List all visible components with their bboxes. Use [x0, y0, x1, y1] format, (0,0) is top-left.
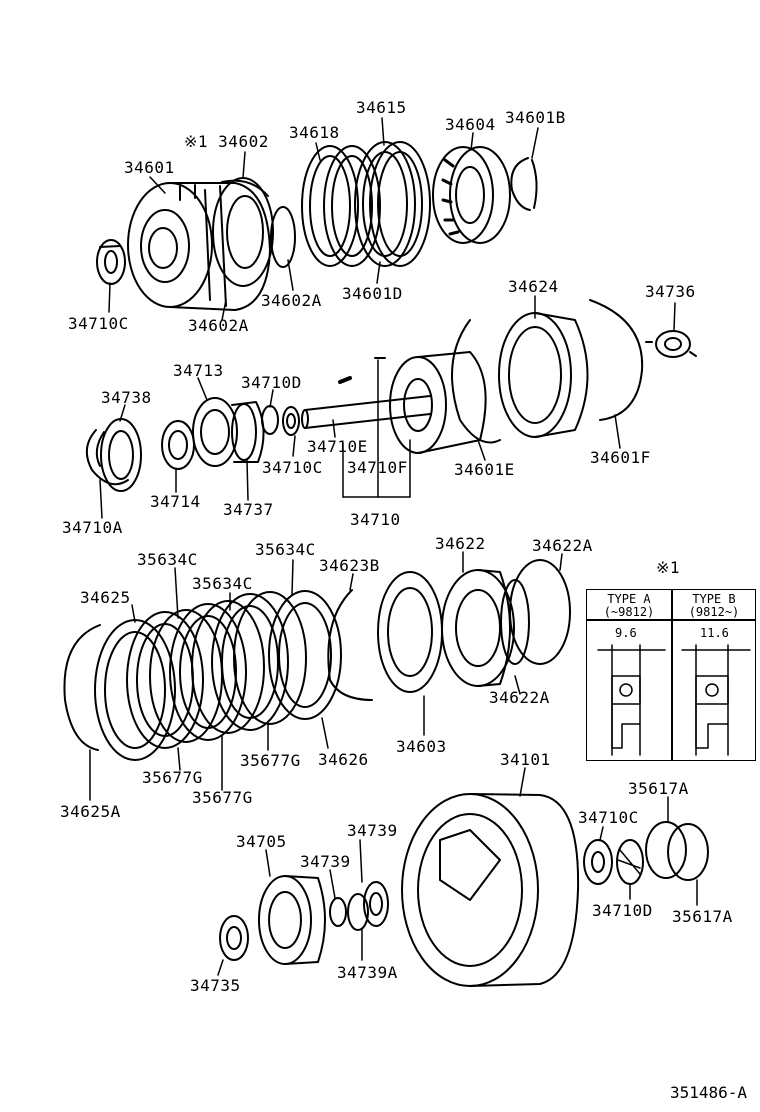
type-a-title: TYPE A [607, 592, 651, 606]
part-34705-gear[interactable] [258, 875, 326, 965]
label-34602A-lower[interactable]: 34602A [188, 316, 249, 335]
diagram-code: 351486-A [670, 1083, 748, 1102]
part-34710F-drum[interactable] [389, 351, 487, 454]
part-34739-washers[interactable] [329, 881, 389, 931]
part-34101-case[interactable] [401, 793, 580, 987]
part-35677G-plates[interactable] [149, 591, 307, 743]
label-34714[interactable]: 34714 [150, 492, 201, 511]
part-34625A-snap-ring[interactable] [63, 624, 101, 751]
label-34604[interactable]: 34604 [445, 115, 496, 134]
label-34618[interactable]: 34618 [289, 123, 340, 142]
part-34738-ring-gear[interactable] [100, 418, 142, 492]
label-34625[interactable]: 34625 [80, 588, 131, 607]
part-34625-plate[interactable] [94, 619, 176, 761]
label-34601D[interactable]: 34601D [342, 284, 403, 303]
label-34710A[interactable]: 34710A [62, 518, 123, 537]
type-comparison-box: TYPE A (~9812) TYPE B (9812~) 9.6 11.6 [586, 589, 756, 761]
part-34624-hub[interactable] [498, 312, 589, 438]
part-34603-piston[interactable] [377, 571, 443, 693]
part-34710-shaft[interactable] [301, 357, 431, 429]
label-34601F[interactable]: 34601F [590, 448, 651, 467]
type-b-range: (9812~) [688, 605, 740, 619]
part-34710A-snap-ring[interactable] [85, 429, 129, 486]
label-35634C-a[interactable]: 35634C [137, 550, 198, 569]
label-35634C-b[interactable]: 35634C [255, 540, 316, 559]
label-34737[interactable]: 34737 [223, 500, 274, 519]
label-34622A-top[interactable]: 34622A [532, 536, 593, 555]
part-34618-plates[interactable] [301, 145, 381, 267]
label-34710F[interactable]: 34710F [347, 458, 408, 477]
part-35617A-rings[interactable] [645, 821, 709, 881]
label-34625A[interactable]: 34625A [60, 802, 121, 821]
label-34602[interactable]: ※1 34602 [184, 132, 269, 151]
label-34622A-lower[interactable]: 34622A [489, 688, 550, 707]
part-34602A-seal[interactable] [270, 206, 296, 268]
label-34739-top[interactable]: 34739 [347, 821, 398, 840]
label-34710[interactable]: 34710 [350, 510, 401, 529]
part-34710C-lower[interactable] [583, 839, 613, 885]
part-34737-sun-gear[interactable] [231, 401, 265, 463]
label-35677G-a[interactable]: 35677G [142, 768, 203, 787]
label-34615[interactable]: 34615 [356, 98, 407, 117]
label-34705[interactable]: 34705 [236, 832, 287, 851]
part-34623B-snap-ring[interactable] [327, 589, 373, 701]
label-34739A[interactable]: 34739A [337, 963, 398, 982]
part-34601E-snap-ring[interactable] [451, 319, 501, 444]
label-34622[interactable]: 34622 [435, 534, 486, 553]
label-34626[interactable]: 34626 [318, 750, 369, 769]
type-box-note-mark: ※1 [656, 558, 681, 577]
label-34739-mid[interactable]: 34739 [300, 852, 351, 871]
label-35634C-c[interactable]: 35634C [192, 574, 253, 593]
label-34710E[interactable]: 34710E [307, 437, 368, 456]
type-a-dimension: 9.6 [615, 626, 637, 640]
type-b-dimension: 11.6 [700, 626, 729, 640]
label-34601B[interactable]: 34601B [505, 108, 566, 127]
label-34601[interactable]: 34601 [124, 158, 175, 177]
label-34710C-lower[interactable]: 34710C [578, 808, 639, 827]
label-35677G-b[interactable]: 35677G [192, 788, 253, 807]
part-34601B-snap-ring[interactable] [510, 157, 538, 211]
label-34601E[interactable]: 34601E [454, 460, 515, 479]
type-box-header-divider [587, 619, 755, 621]
part-34626-plate[interactable] [268, 590, 342, 720]
part-34604-one-way-clutch[interactable] [432, 146, 511, 244]
label-34603[interactable]: 34603 [396, 737, 447, 756]
label-34735[interactable]: 34735 [190, 976, 241, 995]
part-34601-drum[interactable] [127, 182, 271, 311]
label-34624[interactable]: 34624 [508, 277, 559, 296]
label-35677G-c[interactable]: 35677G [240, 751, 301, 770]
type-box-divider [671, 590, 673, 760]
type-a-cross-section [597, 644, 666, 756]
type-a-range: (~9812) [603, 605, 655, 619]
label-34101[interactable]: 34101 [500, 750, 551, 769]
part-34735-washer[interactable] [219, 915, 249, 961]
label-34710D-mid[interactable]: 34710D [241, 373, 302, 392]
label-34710C-mid[interactable]: 34710C [262, 458, 323, 477]
label-34738[interactable]: 34738 [101, 388, 152, 407]
part-34710D-lower[interactable] [616, 839, 644, 885]
part-34615-plates[interactable] [354, 141, 431, 267]
part-34714-needle-bearing[interactable] [161, 420, 195, 470]
part-34622-drum[interactable] [441, 569, 515, 687]
label-34602A[interactable]: 34602A [261, 291, 322, 310]
part-34736-thrust-washer[interactable] [645, 330, 697, 358]
label-34623B[interactable]: 34623B [319, 556, 380, 575]
label-34710C-top[interactable]: 34710C [68, 314, 129, 333]
label-35617A-top[interactable]: 35617A [628, 779, 689, 798]
label-35617A-lower[interactable]: 35617A [672, 907, 733, 926]
label-34736[interactable]: 34736 [645, 282, 696, 301]
type-b-title: TYPE B [692, 592, 736, 606]
part-34622A-seal[interactable] [500, 559, 571, 665]
part-34710D-washer[interactable] [261, 405, 279, 435]
part-34710C-washer[interactable] [282, 406, 300, 436]
part-34713-planet-gear[interactable] [192, 397, 238, 467]
label-34710D-lower[interactable]: 34710D [592, 901, 653, 920]
leader-lines [89, 117, 698, 976]
type-b-cross-section [681, 644, 751, 756]
part-34710C-top[interactable] [96, 239, 126, 285]
label-34713[interactable]: 34713 [173, 361, 224, 380]
part-34601F-snap-ring[interactable] [589, 299, 644, 421]
